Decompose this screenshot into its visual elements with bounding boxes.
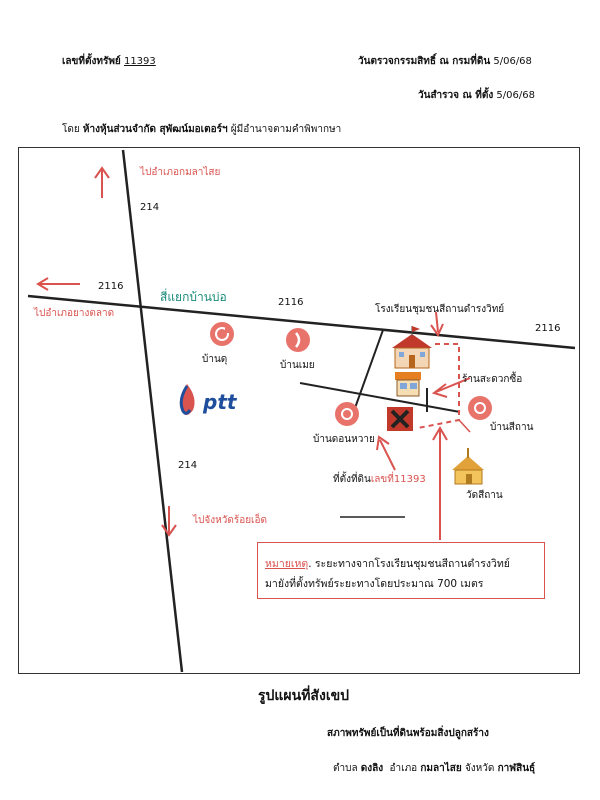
road-214-top-label: 214 [140, 202, 160, 213]
site-number: เลขที่11393 [370, 474, 426, 485]
parcel-label: เลขที่ตั้งทรัพย์ [62, 56, 121, 67]
note-box [257, 542, 545, 599]
road-2116-left-label: 2116 [98, 281, 124, 292]
footer-title: รูปแผนที่สังเขป [258, 688, 350, 704]
ban-sithan-label: บ้านสีถาน [490, 422, 534, 433]
note-text-1: . ระยะทางจากโรงเรียนชุมชนสีถานดำรงวิทย์ [308, 558, 510, 570]
store-label: ร้านสะดวกซื้อ [462, 374, 523, 385]
inspect-land-office-label: วันตรวจกรรมสิทธิ์ ณ กรมที่ดิน [358, 56, 491, 67]
junction-label: สี่แยกบ้านบ่อ [160, 290, 227, 304]
site-label-line: ที่ตั้งที่ดินเลขที่11393 [333, 472, 426, 487]
school-pointer-arrow-icon [430, 311, 444, 338]
dest-north-label: ไปอำเภอกมลาไสย [140, 167, 221, 178]
inspect-land-office-date: 5/06/68 [493, 56, 532, 67]
ban-du-marker-icon [210, 322, 234, 346]
province-label: จังหวัด [464, 763, 495, 774]
road-2116-mid-label: 2116 [278, 297, 304, 308]
tambon-value: ดงลิง [360, 763, 384, 774]
footer-location-line: ตำบล ดงลิง อำเภอ กมลาไสย จังหวัด กาฬสินธ… [333, 761, 535, 776]
route-dashed [417, 343, 460, 429]
store-icon [395, 372, 421, 397]
ptt-logo-text: ptt [203, 390, 237, 414]
inspect-land-office-line: วันตรวจกรรมสิทธิ์ ณ กรมที่ดิน 5/06/68 [358, 54, 532, 69]
note-pointer-arrow-icon [432, 426, 448, 540]
survey-site-line: วันสำรวจ ณ ที่ตั้ง 5/06/68 [418, 88, 535, 103]
south-arrow-icon [161, 506, 177, 537]
road-214-bottom-label: 214 [178, 460, 198, 471]
parcel-number: 11393 [123, 56, 156, 67]
store-pointer-arrow-icon [431, 377, 471, 398]
tambon-label: ตำบล [333, 763, 358, 774]
note-label: หมายเหตุ [265, 558, 309, 570]
school-label: โรงเรียนชุมชนสีถานดำรงวิทย์ [375, 304, 505, 315]
footer-subtitle: สภาพทรัพย์เป็นที่ดินพร้อมสิ่งปลูกสร้าง [327, 728, 489, 739]
by-prefix: โดย [62, 124, 80, 135]
amphoe-label: อำเภอ [389, 763, 418, 774]
dest-south-label: ไปจังหวัดร้อยเอ็ด [193, 515, 267, 526]
ban-sithan-marker-icon [468, 396, 492, 420]
dest-west-label: ไปอำเภอยางตลาด [34, 308, 115, 319]
local-road-school [354, 329, 384, 409]
ban-don-wai-marker-icon [335, 402, 359, 426]
map-frame [18, 147, 580, 674]
road-214 [121, 149, 184, 673]
road-2116 [27, 294, 576, 350]
north-arrow-icon [94, 166, 110, 198]
owner-line: โดย ห้างหุ้นส่วนจำกัด สุพัฒน์มอเตอร์ฯ ผู… [62, 122, 341, 137]
ban-don-wai-label: บ้านดอนหวาย [313, 434, 375, 445]
ban-moei-label: บ้านเมย [280, 360, 315, 371]
ban-du-label: บ้านดุ [202, 354, 228, 365]
ptt-logo-icon [179, 384, 195, 415]
ban-moei-marker-icon [286, 328, 310, 352]
province-value: กาฬสินธุ์ [497, 763, 536, 774]
amphoe-value: กมลาไสย [420, 763, 462, 774]
survey-site-label: วันสำรวจ ณ ที่ตั้ง [418, 90, 494, 101]
site-marker-x-icon [387, 407, 413, 431]
road-2116-right-label: 2116 [535, 323, 561, 334]
local-road-east [299, 382, 461, 413]
survey-site-date: 5/06/68 [496, 90, 535, 101]
west-arrow-icon [36, 277, 80, 291]
wat-temple-icon [452, 448, 484, 485]
company-name: ห้างหุ้นส่วนจำกัด สุพัฒน์มอเตอร์ฯ [82, 124, 228, 135]
site-pointer-arrow-icon [376, 435, 396, 471]
school-icon [392, 326, 432, 369]
site-label: ที่ตั้งที่ดิน [333, 474, 371, 485]
route-tick [458, 419, 471, 433]
by-suffix: ผู้มีอำนาจตามคำพิพากษา [230, 124, 342, 135]
note-line-1: หมายเหตุ. ระยะทางจากโรงเรียนชุมชนสีถานดำ… [265, 555, 510, 572]
parcel-number-line: เลขที่ตั้งทรัพย์ 11393 [62, 54, 156, 69]
note-line-2: มายังที่ตั้งทรัพย์ระยะทางโดยประมาณ 700 เ… [265, 578, 484, 590]
wat-label: วัดสีถาน [466, 490, 503, 501]
